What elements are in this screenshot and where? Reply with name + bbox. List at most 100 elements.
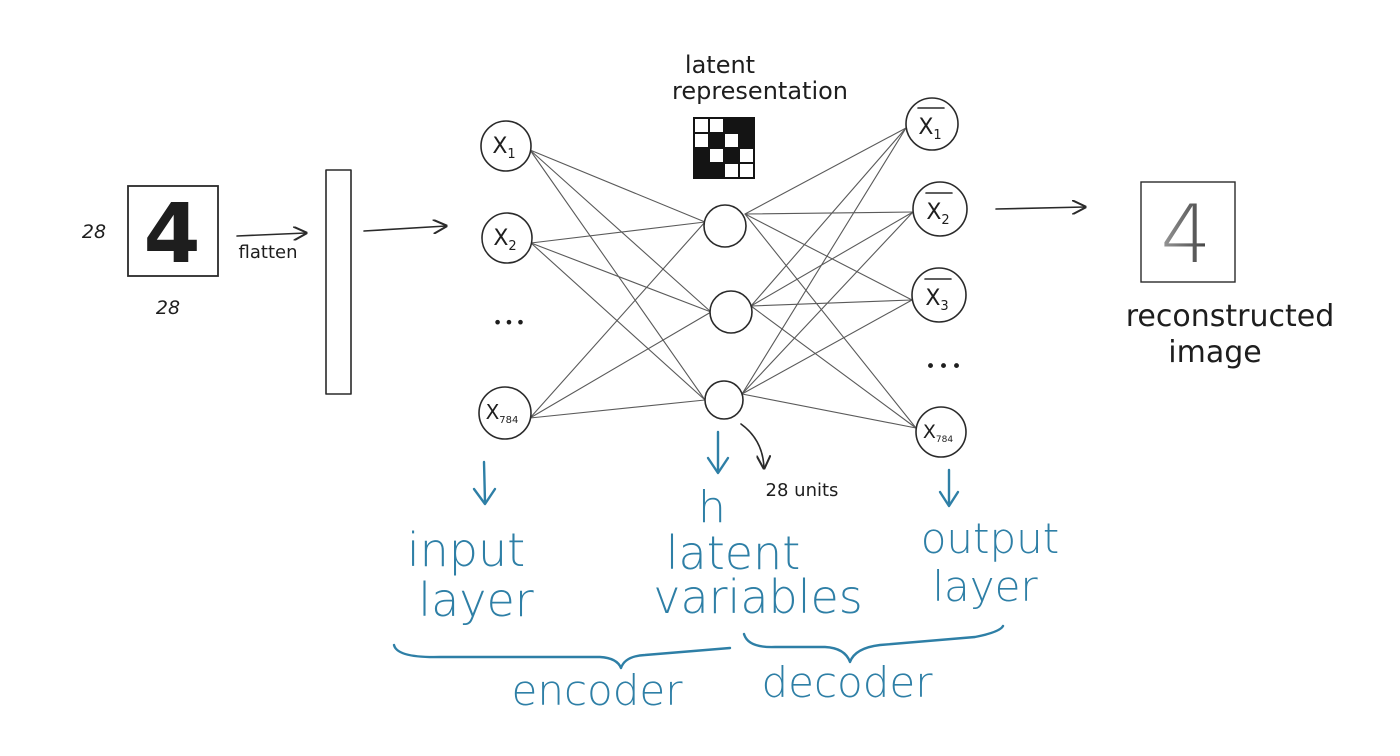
output-node-1: X1 <box>905 97 959 151</box>
connection-18 <box>741 127 907 395</box>
output-ellipsis: ••• <box>925 357 964 377</box>
svg-text:X1: X1 <box>918 115 941 143</box>
output-node-784-sub: 784 <box>936 435 953 445</box>
latent-cell-0-1 <box>708 117 725 134</box>
connection-20 <box>741 299 913 395</box>
connection-15 <box>750 211 914 307</box>
latent-node-3 <box>704 380 744 420</box>
latent-cell-2-3 <box>738 147 755 164</box>
latent-label-line1: latent <box>666 526 801 580</box>
output-node-2-sub: 2 <box>941 213 949 228</box>
latent-cell-0-3 <box>738 117 755 134</box>
input-node-1-sub: 1 <box>507 147 515 162</box>
input-label-line1: input <box>407 523 525 577</box>
latent-down-arrow <box>706 430 730 475</box>
connection-16 <box>750 299 913 307</box>
input-node-1-base: X <box>492 134 507 159</box>
svg-text:X1: X1 <box>492 134 515 162</box>
output-node-1-sub: 1 <box>933 128 941 143</box>
reconstructed-label-line2: image <box>1168 335 1261 370</box>
latent-cell-1-0 <box>693 132 710 149</box>
connection-11 <box>744 211 914 215</box>
input-node-784-base: X <box>486 400 500 424</box>
units-callout-arrow <box>740 423 764 468</box>
connection-4 <box>530 221 706 244</box>
reconstructed-label-line1: reconstructed <box>1126 299 1335 334</box>
latent-title-line2: representation <box>672 77 848 105</box>
reconstructed-image: 4 <box>1140 181 1236 283</box>
input-node-2: X2 <box>481 212 533 264</box>
latent-cell-0-0 <box>693 117 710 134</box>
svg-text:X784: X784 <box>486 400 519 426</box>
connection-7 <box>529 221 706 419</box>
input-node-2-base: X <box>493 226 508 251</box>
latent-title-line1: latent <box>685 51 755 79</box>
input-label-line2: layer <box>418 573 533 627</box>
svg-text:X784: X784 <box>923 421 953 445</box>
output-node-3-sub: 3 <box>940 299 948 314</box>
svg-text:X3: X3 <box>925 286 948 314</box>
output-label-line2: layer <box>932 562 1038 611</box>
connection-14 <box>750 127 907 307</box>
connection-6 <box>530 242 706 401</box>
input-down-arrow <box>472 460 497 506</box>
input-ellipsis: ••• <box>493 313 527 332</box>
encoder-label: encoder <box>511 666 683 715</box>
latent-cell-3-3 <box>738 162 755 179</box>
input-node-2-sub: 2 <box>508 239 516 254</box>
output-node-2-base: X <box>926 200 941 225</box>
latent-cell-3-1 <box>708 162 725 179</box>
connection-5 <box>530 242 712 313</box>
connection-10 <box>744 127 907 215</box>
svg-text:X2: X2 <box>926 200 949 228</box>
latent-node-1 <box>703 204 747 248</box>
input-width-label: 28 <box>156 297 180 319</box>
encoder-brace <box>392 643 732 670</box>
flattened-vector <box>325 169 352 395</box>
latent-cell-1-2 <box>723 132 740 149</box>
input-image: 4 <box>127 185 219 282</box>
latent-label-line2: variables <box>653 570 863 624</box>
latent-cell-1-3 <box>738 132 755 149</box>
connection-3 <box>529 149 706 401</box>
h-label: h <box>698 482 726 533</box>
input-digit: 4 <box>143 187 200 282</box>
input-node-1: X1 <box>480 120 532 172</box>
connection-13 <box>744 213 917 429</box>
reconstructed-image-frame <box>1140 181 1236 283</box>
output-node-784-base: X <box>923 421 936 443</box>
decoder-brace <box>742 624 1005 664</box>
connection-1 <box>529 149 706 223</box>
svg-text:X2: X2 <box>493 226 516 254</box>
latent-cell-3-2 <box>723 162 740 179</box>
latent-representation-grid <box>693 117 755 179</box>
output-node-1-base: X <box>918 115 933 140</box>
units-label: 28 units <box>766 480 839 501</box>
input-node-784: X784 <box>478 386 532 440</box>
output-label-line1: output <box>921 514 1060 563</box>
input-node-784-sub: 784 <box>499 415 518 426</box>
connection-2 <box>529 149 712 313</box>
input-height-label: 28 <box>82 221 106 243</box>
latent-node-2 <box>709 290 753 334</box>
connection-17 <box>750 305 917 429</box>
connection-8 <box>529 311 712 419</box>
input-arrow <box>363 226 446 231</box>
latent-cell-0-2 <box>723 117 740 134</box>
latent-cell-2-1 <box>708 147 725 164</box>
output-down-arrow <box>938 468 960 508</box>
output-node-2: X2 <box>912 181 968 237</box>
latent-cell-1-1 <box>708 132 725 149</box>
connection-9 <box>529 399 706 419</box>
latent-cell-2-2 <box>723 147 740 164</box>
connection-19 <box>741 211 914 395</box>
output-arrow <box>995 207 1085 209</box>
reconstructed-digit: 4 <box>1161 188 1212 281</box>
decoder-label: decoder <box>761 658 933 707</box>
connection-12 <box>744 213 913 301</box>
connection-21 <box>741 393 917 429</box>
output-node-3-base: X <box>925 286 940 311</box>
input-image-frame <box>127 185 219 277</box>
network-connections <box>529 127 917 429</box>
